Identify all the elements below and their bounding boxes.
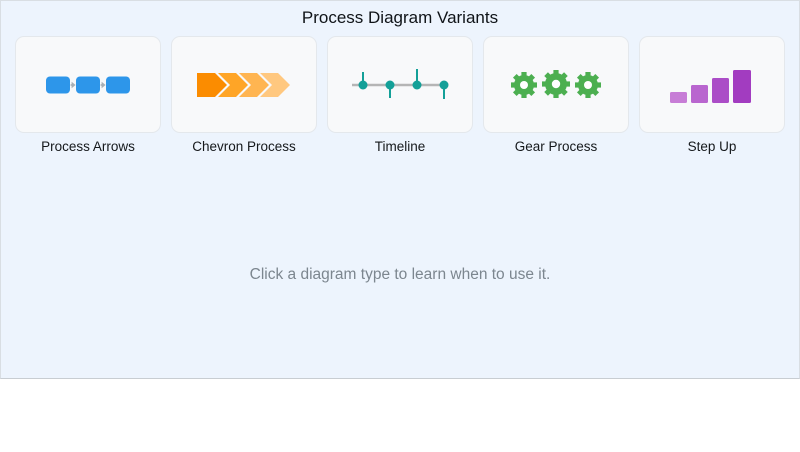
diagram-option-chevron-process: Chevron Process: [171, 36, 317, 154]
diagram-option-step-up: Step Up: [639, 36, 785, 154]
process-arrows-icon: [46, 76, 130, 93]
gear-process-icon: [511, 69, 601, 98]
diagram-option-gear-process: Gear Process: [483, 36, 629, 154]
connector-arrow: [71, 81, 76, 88]
card-label: Timeline: [374, 139, 426, 154]
instruction-text: Click a diagram type to learn when to us…: [249, 266, 551, 283]
card-label: Process Arrows: [41, 139, 135, 154]
step-up-icon: [670, 69, 751, 103]
chevron-step: [260, 72, 290, 97]
step-bar: [733, 69, 751, 103]
gear-hole: [551, 79, 561, 88]
chevron-step: [197, 72, 227, 97]
diagram-option-timeline: Timeline: [327, 36, 473, 154]
timeline-node: [412, 80, 422, 89]
connector-arrow: [101, 81, 106, 88]
chevron-step: [218, 72, 248, 97]
page-title: Process Diagram Variants: [301, 8, 499, 27]
process-arrows-card[interactable]: [15, 36, 161, 133]
gear-hole: [520, 80, 528, 89]
diagram-picker-panel: Process Diagram Variants Process Arrows: [0, 0, 800, 379]
gear-process-card[interactable]: [483, 36, 629, 133]
gear-hole: [584, 80, 592, 89]
chevron-process-card[interactable]: [171, 36, 317, 133]
card-label: Gear Process: [514, 139, 598, 154]
process-box: [46, 76, 70, 93]
gear: [575, 71, 601, 98]
connector-stem: [70, 83, 73, 86]
step-up-card[interactable]: [639, 36, 785, 133]
step-bar: [670, 91, 687, 103]
chevron-step: [239, 72, 269, 97]
timeline-node: [439, 80, 449, 89]
step-bar: [712, 77, 729, 103]
chevron-process-icon: [197, 72, 290, 97]
process-box: [106, 76, 130, 93]
gear: [542, 69, 570, 98]
timeline-icon: [352, 68, 449, 99]
connector-stem: [100, 83, 103, 86]
step-bar: [691, 84, 708, 103]
diagram-cards-row: Process Arrows Chevron Process: [1, 36, 799, 154]
timeline-node: [385, 80, 395, 89]
process-box: [76, 76, 100, 93]
timeline-card[interactable]: [327, 36, 473, 133]
card-label: Step Up: [687, 139, 737, 154]
gear: [511, 71, 537, 98]
timeline-node: [358, 80, 368, 89]
diagram-option-process-arrows: Process Arrows: [15, 36, 161, 154]
card-label: Chevron Process: [192, 139, 296, 154]
